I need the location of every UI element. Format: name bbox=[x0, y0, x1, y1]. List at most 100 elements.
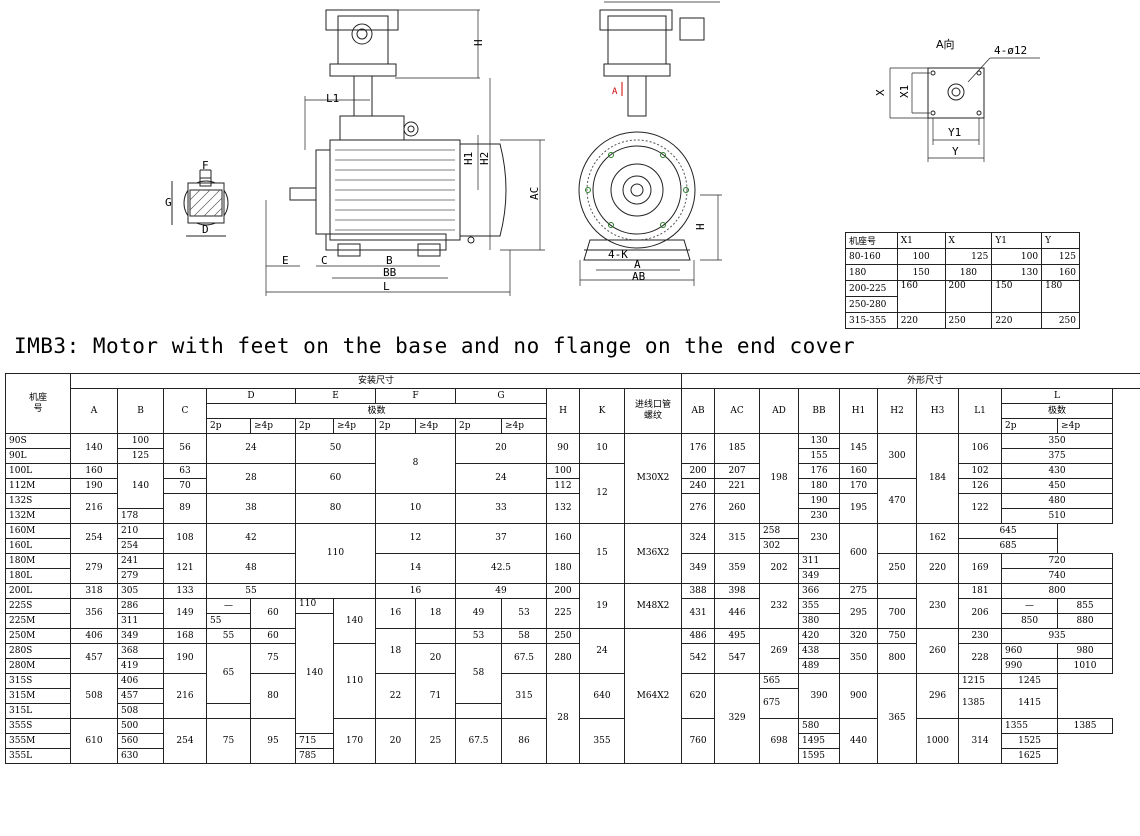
shaft-section-view: F G D bbox=[165, 159, 229, 237]
cell-E: 110 bbox=[295, 598, 334, 614]
frame-cell: 315M bbox=[5, 688, 71, 704]
cell-B: 311 bbox=[117, 613, 164, 629]
front-label-L: L bbox=[383, 280, 390, 293]
table-row: 355M 560 715 1495 1525 bbox=[5, 733, 1140, 749]
header-F: F bbox=[375, 388, 456, 404]
cell-AC: 359 bbox=[714, 553, 761, 584]
cell-H1: 320 bbox=[839, 628, 879, 644]
cell-G: 24 bbox=[455, 463, 547, 494]
header-4p: ≥4p bbox=[415, 418, 456, 434]
header-2p: 2p bbox=[1001, 418, 1059, 434]
cell-K: 24 bbox=[579, 628, 625, 674]
front-label-H1: H1 bbox=[462, 152, 475, 165]
header-2p: 2p bbox=[455, 418, 502, 434]
cell-H: 112 bbox=[546, 478, 580, 494]
frame-cell: 90L bbox=[5, 448, 71, 464]
cell-F: 20 bbox=[375, 718, 416, 764]
cell-D: 42 bbox=[206, 523, 296, 554]
header-4p: ≥4p bbox=[1057, 418, 1114, 434]
cell-A: 457 bbox=[70, 643, 118, 674]
table-header: Y1 bbox=[991, 232, 1043, 249]
cell-E: 140 bbox=[333, 598, 376, 644]
cell-H1: 250 bbox=[877, 553, 918, 584]
header-A: A bbox=[70, 388, 118, 434]
cell-B: 241 bbox=[117, 553, 164, 569]
front-label-E: E bbox=[282, 254, 289, 267]
header-H2: H2 bbox=[877, 388, 918, 434]
cell-AC: 698 bbox=[759, 718, 800, 764]
cell-C: 149 bbox=[163, 598, 207, 629]
cell-G: 42.5 bbox=[455, 553, 547, 584]
table-header: X bbox=[944, 232, 993, 249]
motor-dimension-table: 机座号 安装尺寸 外形尺寸 A B C D E F G H K 进线口管螺纹 A… bbox=[5, 373, 1140, 764]
cell-BB: 438 bbox=[798, 643, 841, 659]
cell-L: 510 bbox=[1001, 508, 1114, 524]
side-label-A: A bbox=[634, 258, 641, 271]
cell-B: 560 bbox=[117, 733, 164, 749]
cell-L: 1385 bbox=[958, 688, 1003, 719]
cell-D: 55 bbox=[206, 613, 251, 629]
cell-H1: 440 bbox=[839, 718, 879, 764]
cell-F: 8 bbox=[375, 433, 456, 494]
view-a-label-Y1: Y1 bbox=[948, 126, 961, 139]
cell-BB: 349 bbox=[798, 568, 841, 584]
cell-E: 60 bbox=[295, 463, 376, 494]
header-AD: AD bbox=[759, 388, 800, 434]
cell-C: 216 bbox=[163, 673, 207, 719]
cell-H: 160 bbox=[546, 523, 580, 554]
cell-L: 1215 bbox=[958, 673, 1003, 689]
table-row: 80-160 100 125 100 125 bbox=[845, 248, 1080, 265]
frame-cell: 132M bbox=[5, 508, 71, 524]
cell-cable: M30X2 bbox=[623, 433, 683, 524]
table-row: 225S 356 286 149 — 60 110 140 16 18 49 5… bbox=[5, 598, 1140, 644]
cell-H1: 160 bbox=[839, 463, 879, 479]
cell-L1: 206 bbox=[958, 598, 1003, 629]
cell-H3: 230 bbox=[916, 583, 960, 629]
table-cell: 100 bbox=[991, 248, 1043, 265]
cell-D: 80 bbox=[250, 673, 296, 719]
cell-G: 67.5 bbox=[501, 643, 547, 674]
frame-cell: 180M bbox=[5, 553, 71, 569]
cell-L: 880 bbox=[1057, 613, 1114, 629]
frame-cell: 315S bbox=[5, 673, 71, 689]
cell-H: 100 bbox=[546, 463, 580, 479]
cell-D: — bbox=[206, 598, 251, 614]
cell-BB: 230 bbox=[798, 508, 841, 524]
cell-C: 190 bbox=[163, 643, 207, 674]
header-K: K bbox=[579, 388, 625, 434]
frame-cell: 355S bbox=[5, 718, 71, 734]
cell-AB: 640 bbox=[579, 673, 625, 719]
header-H1: H1 bbox=[839, 388, 879, 434]
cell-D: 28 bbox=[206, 463, 296, 494]
cell-D: 60 bbox=[250, 628, 296, 644]
header-B: B bbox=[117, 388, 164, 434]
cell-AB: 542 bbox=[681, 643, 716, 674]
cell-D: 60 bbox=[250, 598, 296, 629]
header-E: E bbox=[295, 388, 376, 404]
cell-B: 419 bbox=[117, 658, 164, 674]
table-row: 315-355 220 250 220 250 bbox=[845, 312, 1080, 329]
view-a-label-X1: X1 bbox=[898, 85, 911, 98]
header-2p: 2p bbox=[375, 418, 416, 434]
frame-cell: 100L bbox=[5, 463, 71, 479]
cell-cable: M64X2 bbox=[623, 628, 683, 764]
cell-BB: 176 bbox=[798, 463, 841, 479]
cell-B: 406 bbox=[117, 673, 164, 689]
header-D: D bbox=[206, 388, 296, 404]
cell-C: 254 bbox=[163, 718, 207, 764]
cell-AC: 547 bbox=[714, 643, 761, 674]
header-poles-L: 极数 bbox=[1001, 403, 1114, 419]
table-cell: 160 bbox=[1041, 264, 1080, 281]
cell-C: 63 bbox=[163, 463, 207, 479]
cell-C: 89 bbox=[163, 493, 207, 524]
cell-B: 457 bbox=[117, 688, 164, 704]
cell-F: 22 bbox=[375, 673, 416, 719]
cell-BB: 311 bbox=[798, 553, 841, 569]
cell-H2: 900 bbox=[839, 673, 879, 719]
cell-G: 86 bbox=[501, 718, 547, 764]
cell-L: 480 bbox=[1001, 493, 1114, 509]
view-a-label-Y: Y bbox=[952, 145, 959, 158]
cell-AD: 232 bbox=[759, 583, 800, 629]
cell-BB: 155 bbox=[798, 448, 841, 464]
cell-H1: 275 bbox=[839, 583, 879, 599]
